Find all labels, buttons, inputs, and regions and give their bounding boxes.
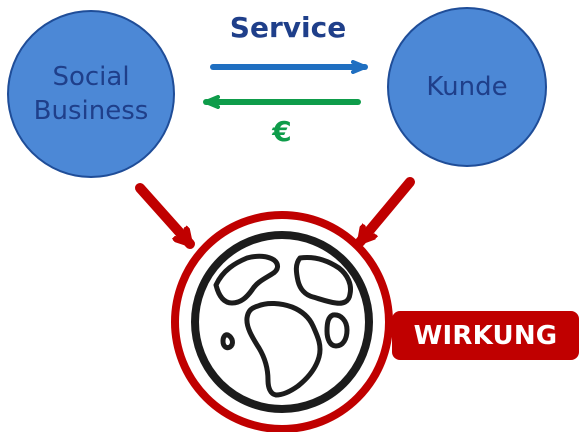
social-business-node: Social Business [7,10,175,178]
globe-icon [171,211,393,432]
wirkung-badge: WIRKUNG [392,311,579,360]
kunde-node: Kunde [387,7,547,167]
impact-arrow-left [135,183,195,249]
euro-label: € [272,115,292,148]
service-label: Service [229,11,347,44]
kunde-label: Kunde [426,72,508,102]
social-business-label: Social Business [33,62,149,126]
impact-arrow-right [355,177,415,247]
